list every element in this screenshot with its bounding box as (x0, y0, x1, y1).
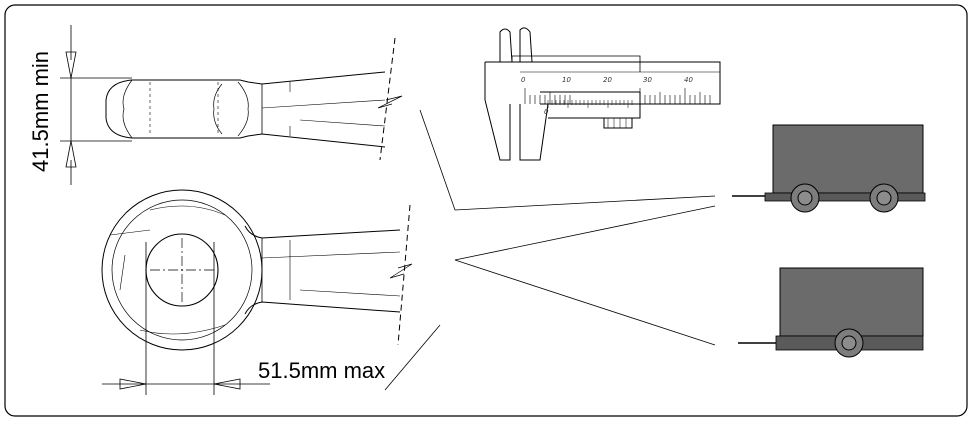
scale-number-10: 10 (562, 76, 571, 84)
vernier-caliper-illustration (484, 27, 721, 161)
towing-eye-top-view (101, 189, 441, 395)
towing-eye-side-view (60, 25, 403, 185)
width-max-label: 51.5mm max (258, 358, 385, 383)
trailer-two-axle (732, 124, 926, 213)
scale-number-40: 40 (684, 76, 693, 84)
vernier-number-0: 0 (544, 108, 549, 116)
scale-number-20: 20 (603, 76, 612, 84)
height-min-label: 41.5mm min (28, 51, 53, 172)
frame-border (4, 4, 968, 417)
caliper-scale-numbers: 0 10 20 30 40 0 (521, 76, 693, 116)
scale-number-30: 30 (643, 76, 652, 84)
vernier-scale-ticks (547, 100, 633, 108)
main-scale-ticks (524, 88, 711, 104)
trailer-single-axle (738, 267, 924, 358)
projection-lines (419, 109, 716, 346)
scale-number-0: 0 (521, 76, 526, 84)
